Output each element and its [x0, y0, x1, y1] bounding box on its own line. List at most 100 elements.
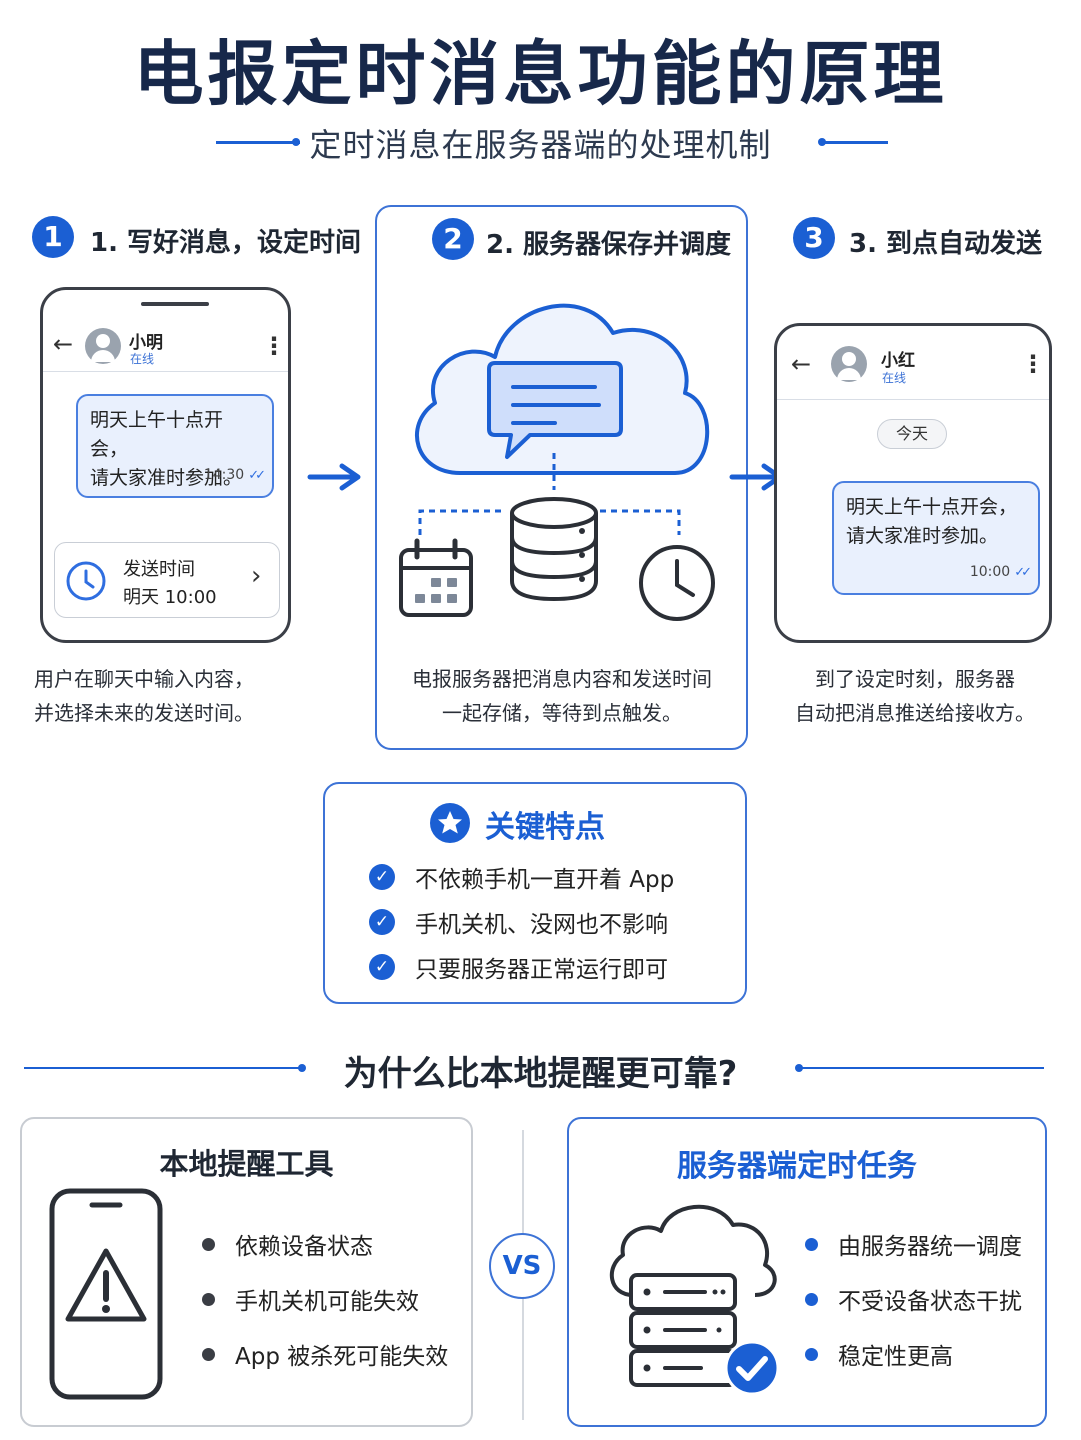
arrow-right-icon: [307, 463, 361, 491]
server-step-panel: [375, 205, 748, 750]
bullet-icon: [805, 1292, 818, 1306]
subtitle-rule-right: [822, 141, 888, 144]
sender-chat-header: ← 小明 在线 ⋮: [43, 290, 288, 372]
step-1-title: 1. 写好消息，设定时间: [90, 228, 362, 258]
clock-icon: [66, 561, 106, 601]
step-3-caption-line-1: 到了设定时刻，服务器: [815, 667, 1015, 691]
database-icon: [510, 497, 598, 602]
comparison-heading: 为什么比本地提醒更可靠?: [343, 1054, 738, 1094]
step-3-caption: 到了设定时刻，服务器 自动把消息推送给接收方。: [770, 662, 1060, 730]
contact-name: 小明: [129, 333, 163, 353]
feature-item: ✓ 只要服务器正常运行即可: [369, 950, 668, 984]
message-time-row: 10:00✓✓: [969, 558, 1032, 587]
message-bubble: 明天上午十点开会， 请大家准时参加。 10:00✓✓: [832, 481, 1040, 595]
heading-rule-right: [800, 1067, 1044, 1069]
step-3-badge: 3: [793, 217, 835, 259]
step-2-title: 2. 服务器保存并调度: [486, 230, 732, 260]
server-item: 稳定性更高: [805, 1337, 953, 1371]
local-reminder-title: 本地提醒工具: [159, 1147, 334, 1181]
bullet-icon: [805, 1237, 818, 1251]
key-features-title: 关键特点: [485, 810, 605, 845]
check-circle-icon: ✓: [369, 909, 395, 935]
step-1-caption: 用户在聊天中输入内容， 并选择未来的发送时间。: [34, 662, 294, 730]
schedule-label: 发送时间: [123, 559, 195, 580]
local-item: 依赖设备状态: [202, 1227, 373, 1261]
bullet-icon: [202, 1292, 215, 1306]
double-check-icon: ✓✓: [1014, 565, 1032, 580]
calendar-icon: [399, 538, 473, 617]
heading-dot-right: [795, 1064, 803, 1072]
feature-text: 不依赖手机一直开着 App: [415, 867, 675, 893]
star-badge-icon: [430, 803, 470, 843]
step-3-title: 3. 到点自动发送: [849, 229, 1043, 259]
receiver-phone: ← 小红 在线 ⋮ 今天 明天上午十点开会， 请大家准时参加。 10:00✓✓: [774, 323, 1052, 643]
contact-status: 在线: [130, 352, 155, 366]
heading-rule-left: [24, 1067, 302, 1069]
message-line-1: 明天上午十点开会，: [90, 409, 224, 460]
vs-badge: VS: [489, 1233, 555, 1299]
check-badge-icon: [724, 1340, 780, 1396]
server-task-box: 服务器端定时任务 由服务器统一调度 不受设备状态干扰 稳定性更高: [567, 1117, 1047, 1427]
bullet-icon: [202, 1347, 215, 1361]
local-item: App 被杀死可能失效: [202, 1337, 448, 1371]
message-line-2: 请大家准时参加。: [846, 525, 999, 547]
feature-text: 手机关机、没网也不影响: [415, 912, 668, 938]
message-time-row: 14:30✓✓: [203, 461, 266, 490]
phone-speaker: [141, 302, 209, 306]
message-time: 14:30: [203, 467, 245, 483]
phone-warning-icon: [49, 1188, 163, 1400]
message-time: 10:00: [969, 564, 1011, 580]
subtitle-dot-left: [292, 138, 300, 146]
schedule-value: 明天 10:00: [123, 587, 217, 608]
step-2-badge: 2: [432, 218, 474, 260]
schedule-time-row[interactable]: 发送时间 明天 10:00 ›: [54, 542, 280, 618]
chevron-right-icon: ›: [251, 561, 262, 591]
date-chip: 今天: [877, 419, 947, 449]
message-bubble: 明天上午十点开会， 请大家准时参加。 14:30✓✓: [76, 394, 274, 498]
feature-item: ✓ 手机关机、没网也不影响: [369, 905, 668, 939]
avatar-icon: [831, 346, 867, 382]
server-item-text: 不受设备状态干扰: [838, 1289, 1022, 1315]
subtitle-rule-left: [216, 141, 300, 144]
server-scheduling-illustration: [399, 303, 715, 621]
server-item-text: 稳定性更高: [838, 1344, 953, 1370]
server-stack-icon: [609, 1204, 777, 1387]
server-task-title: 服务器端定时任务: [677, 1149, 917, 1184]
step-2-caption: 电报服务器把消息内容和发送时间 一起存储，等待到点触发。: [380, 662, 744, 730]
page-subtitle: 定时消息在服务器端的处理机制: [309, 126, 772, 164]
clock-icon: [639, 545, 715, 621]
check-circle-icon: ✓: [369, 864, 395, 890]
feature-text: 只要服务器正常运行即可: [415, 957, 668, 983]
page-title: 电报定时消息功能的原理: [133, 33, 948, 115]
contact-status: 在线: [882, 371, 907, 385]
sender-phone: ← 小明 在线 ⋮ 明天上午十点开会， 请大家准时参加。 14:30✓✓ 发送时…: [40, 287, 291, 643]
local-item-text: 手机关机可能失效: [235, 1289, 419, 1315]
avatar-icon: [85, 328, 121, 364]
key-features-panel: 关键特点 ✓ 不依赖手机一直开着 App ✓ 手机关机、没网也不影响 ✓ 只要服务器正…: [323, 782, 747, 1004]
local-item: 手机关机可能失效: [202, 1282, 419, 1316]
step-2-caption-line-2: 一起存储，等待到点触发。: [442, 701, 682, 725]
double-check-icon: ✓✓: [248, 468, 266, 483]
feature-item: ✓ 不依赖手机一直开着 App: [369, 860, 674, 894]
server-item-text: 由服务器统一调度: [838, 1234, 1022, 1260]
back-arrow-icon[interactable]: ←: [791, 350, 812, 378]
receiver-chat-header: ← 小红 在线 ⋮: [777, 326, 1049, 400]
server-item: 不受设备状态干扰: [805, 1282, 1022, 1316]
step-1-caption-line-2: 并选择未来的发送时间。: [34, 701, 254, 725]
local-reminder-box: 本地提醒工具 依赖设备状态 手机关机可能失效 App 被杀死可能失效: [20, 1117, 473, 1427]
message-icon: [487, 361, 623, 459]
bullet-icon: [805, 1347, 818, 1361]
bullet-icon: [202, 1237, 215, 1251]
step-3-caption-line-2: 自动把消息推送给接收方。: [795, 701, 1035, 725]
contact-name: 小红: [881, 351, 915, 371]
step-1-badge: 1: [32, 216, 74, 258]
check-circle-icon: ✓: [369, 954, 395, 980]
heading-dot-left: [298, 1064, 306, 1072]
message-line-1: 明天上午十点开会，: [846, 496, 1018, 518]
back-arrow-icon[interactable]: ←: [53, 330, 74, 358]
more-icon[interactable]: ⋮: [1021, 350, 1045, 378]
step-2-caption-line-1: 电报服务器把消息内容和发送时间: [412, 667, 712, 691]
more-icon[interactable]: ⋮: [262, 332, 286, 360]
server-item: 由服务器统一调度: [805, 1227, 1022, 1261]
local-item-text: 依赖设备状态: [235, 1234, 373, 1260]
